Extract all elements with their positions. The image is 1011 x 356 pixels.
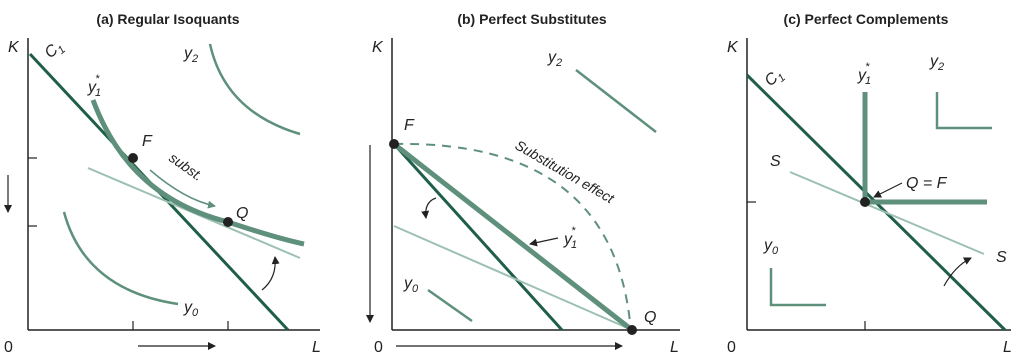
panel-a-subst-arrow — [149, 169, 216, 209]
panel-c-isoquant-y2 — [935, 92, 992, 130]
panel-a-rotation-arrow — [261, 256, 280, 291]
panel-a-l-label: L — [312, 339, 321, 356]
panel-c-origin: 0 — [727, 339, 736, 356]
panel-b-isocost-c1 — [392, 142, 564, 332]
panel-c-qf-pointer — [873, 182, 903, 198]
panel-a-isoquant-y0 — [62, 211, 179, 306]
panel-c-l-label: L — [1003, 339, 1011, 356]
panel-c-y1-label: y1* — [857, 61, 871, 87]
panel-c-k-label: K — [727, 39, 739, 56]
panel-c-y0-label: y0 — [763, 237, 779, 257]
panel-a-origin: 0 — [4, 339, 13, 356]
panel-c-title: (c) Perfect Complements — [784, 11, 949, 27]
panel-b-q-label: Q — [644, 309, 656, 326]
panel-b-point-q — [627, 325, 637, 335]
panel-b-isoquant-y2 — [575, 69, 657, 133]
panel-a-point-f — [128, 153, 138, 163]
panel-b-y1-pointer — [529, 237, 559, 247]
panel-a-subst-label: subst. — [166, 149, 206, 184]
panel-c-point-qf — [860, 197, 870, 207]
panel-b-point-f — [389, 139, 399, 149]
panel-c-isocost-s — [789, 171, 985, 255]
panel-a-q-label: Q — [236, 205, 248, 222]
panel-b-isoquant-y0 — [427, 288, 473, 323]
panel-b-title: (b) Perfect Substitutes — [457, 11, 607, 27]
panel-b-subst-effect-label: Substitution effect — [513, 137, 618, 207]
panel-b-k-label: K — [372, 39, 384, 56]
panel-b-y0-label: y0 — [403, 275, 419, 295]
panel-c-s-left-label: S — [770, 153, 781, 170]
panel-a-point-q — [223, 217, 233, 227]
panel-b-isocost-new — [393, 225, 633, 331]
panel-b-y1-label: y1* — [563, 225, 577, 251]
panel-a-y0-label: y0 — [183, 299, 199, 319]
panel-a-isoquant-y1 — [90, 99, 305, 247]
panel-b-f-label: F — [404, 117, 415, 134]
panel-c: (c) Perfect Complements K L 0 C1 y1* y2 … — [727, 11, 1011, 356]
panel-c-s-right-label: S — [996, 249, 1007, 266]
panel-b: (b) Perfect Substitutes K L 0 F Q y2 y1*… — [366, 11, 680, 356]
panel-a: (a) Regular Isoquants K L 0 C1 y1* y2 y0… — [4, 11, 321, 356]
panel-b-y2-label: y2 — [547, 49, 562, 69]
panel-a-y1-label: y1* — [87, 73, 101, 99]
panel-c-qf-label: Q = F — [906, 175, 948, 192]
panel-a-c1-label: C1 — [42, 38, 68, 65]
panel-a-title: (a) Regular Isoquants — [96, 11, 239, 27]
panel-c-y2-label: y2 — [929, 53, 944, 73]
panel-a-f-label: F — [142, 133, 153, 150]
panel-b-l-label: L — [670, 339, 679, 356]
panel-c-c1-label: C1 — [762, 66, 788, 93]
panel-a-y2-label: y2 — [183, 45, 198, 65]
panel-c-rotation-arrow — [943, 257, 972, 287]
panel-c-isoquant-y0 — [769, 268, 826, 307]
panel-b-subst-curve — [393, 142, 631, 323]
panel-b-origin: 0 — [374, 339, 383, 356]
panel-a-k-label: K — [8, 39, 20, 56]
panel-b-isoquant-y1 — [392, 142, 634, 332]
panel-a-isoquant-y2 — [208, 43, 301, 136]
panel-b-rotation-arrow — [421, 197, 437, 219]
